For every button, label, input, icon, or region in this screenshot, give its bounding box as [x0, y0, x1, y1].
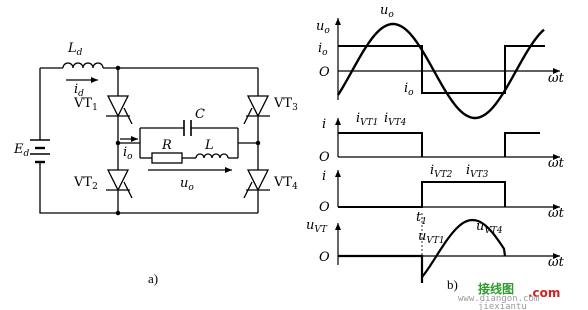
panel1-y-mid-label: io: [318, 41, 328, 58]
waveform-labels: uo io O ωt uo io i O ωt iVT1 iVT4 i O ωt…: [306, 3, 565, 292]
load-inductor: [195, 153, 229, 159]
output-voltage-curve: [336, 22, 545, 120]
capacitor-label: C: [195, 107, 205, 122]
circuit-caption: a): [148, 271, 158, 286]
inductor-label: Ld: [67, 41, 83, 58]
thyristor-vt1: [106, 95, 133, 125]
panel2-label-2: iVT4: [384, 111, 407, 128]
thyristor-vt3: [243, 95, 270, 125]
thyristor-vt4: [243, 169, 270, 199]
panel1-y-top-label: uo: [316, 19, 330, 36]
vt2-label: VT2: [73, 175, 98, 192]
watermark-brand: 接线图: [478, 281, 514, 296]
inverter-circuit: [30, 62, 270, 216]
panel2-x-label: ωt: [548, 156, 565, 171]
panel4-label-2: uVT4: [476, 219, 503, 236]
panel1-square-label: io: [404, 81, 414, 98]
panel4-zero-label: O: [319, 250, 330, 265]
panel2-y-label: i: [322, 117, 326, 132]
panel2-zero-label: O: [319, 150, 330, 165]
panel2-pulse-1: [338, 132, 423, 157]
node-dot: [115, 210, 121, 216]
source-current-label: id: [74, 82, 84, 99]
output-current-label: io: [123, 145, 133, 162]
thyristor-vt2: [106, 169, 133, 199]
panel3-label-1: iVT2: [430, 163, 453, 180]
node-dot: [255, 140, 261, 146]
circuit-labels: Ed Ld id VT1 VT2 VT3 VT4 C R L io uo a): [13, 41, 298, 286]
thyristor-voltage-curve: [338, 218, 507, 283]
watermark-url: www.diangon.com: [458, 294, 539, 304]
panel3-y-label: i: [322, 169, 326, 184]
output-voltage-label: uo: [180, 176, 194, 193]
waveform-caption: b): [447, 277, 458, 292]
panel1-curve-label: uo: [380, 3, 394, 20]
resistor-label: R: [161, 138, 172, 153]
waveform-panels: [335, 18, 560, 283]
panel3-label-2: iVT3: [466, 163, 489, 180]
panel2-pulse-2: [504, 132, 540, 157]
node-dot: [115, 65, 121, 71]
watermark: 接线图 .com www.diangon.com jiexiantu: [458, 281, 560, 310]
load-inductor-label: L: [204, 138, 214, 153]
watermark-domain: .com: [528, 286, 560, 300]
watermark-pinyin: jiexiantu: [478, 302, 527, 310]
resistor: [151, 152, 183, 164]
panel3-pulse: [338, 181, 506, 208]
vt4-label: VT4: [273, 175, 298, 192]
output-current-square: [338, 45, 545, 94]
panel4-x-label: ωt: [548, 255, 565, 270]
panel3-x-label: ωt: [548, 206, 565, 221]
bottom-wire: [39, 162, 258, 214]
source-label: Ed: [13, 142, 30, 159]
panel3-t1-label: t1: [416, 210, 427, 227]
panel2-label-1: iVT1: [356, 111, 378, 128]
node-dot: [115, 140, 121, 146]
panel4-y-label: uVT: [306, 218, 328, 235]
panel3-zero-label: O: [319, 200, 330, 215]
vt3-label: VT3: [273, 96, 298, 113]
vt1-label: VT1: [73, 96, 98, 113]
panel4-label-1: uVT1: [418, 229, 445, 246]
panel1-x-label: ωt: [548, 71, 565, 86]
source-inductor: [62, 62, 104, 69]
panel1-zero-label: O: [319, 65, 330, 80]
